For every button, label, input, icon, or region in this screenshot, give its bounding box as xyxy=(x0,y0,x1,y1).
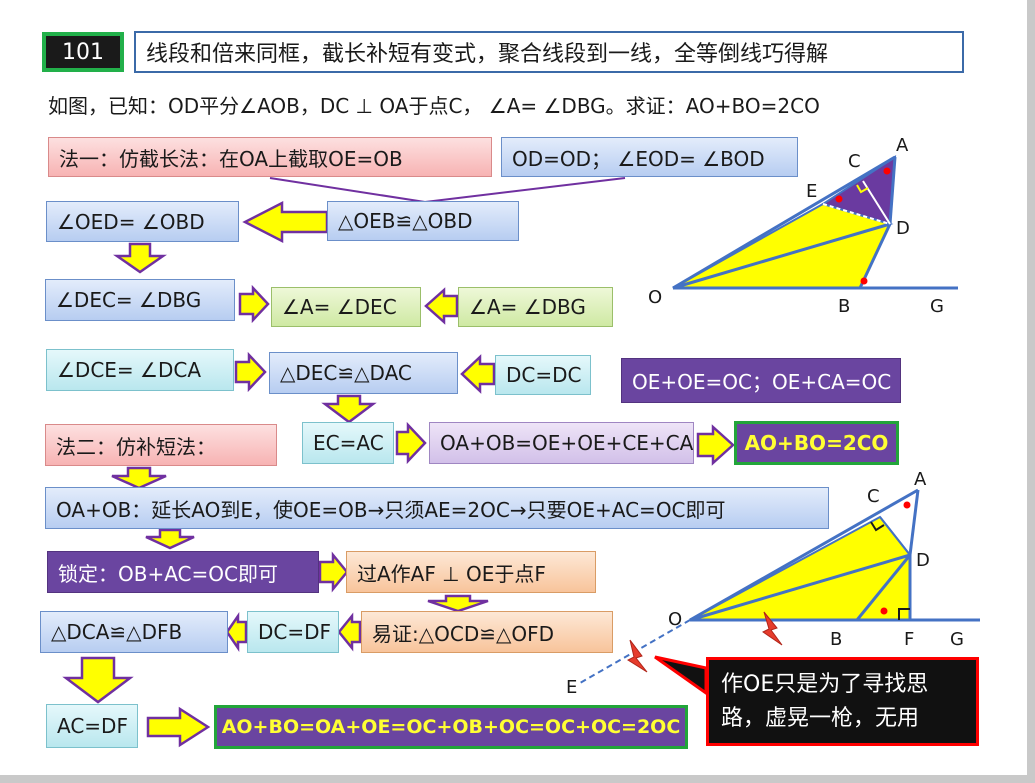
dc-equals-df: DC=DF xyxy=(247,611,339,653)
arrow-down-6 xyxy=(62,656,134,704)
fig1-line-ad xyxy=(888,156,897,225)
arrow-right-4 xyxy=(696,424,735,466)
fig1-angle-mark-b xyxy=(860,277,868,285)
ec-equals-ac: EC=AC xyxy=(302,422,394,464)
fig2-label-f: F xyxy=(904,629,914,650)
fig2-angle-mark-a xyxy=(903,501,911,509)
lightning-icon xyxy=(762,611,783,646)
construct-af: 过A作AF ⊥ OE于点F xyxy=(346,551,596,593)
congruent-oeb-obd: △OEB≌△OBD xyxy=(327,201,519,241)
fig2-label-e: E xyxy=(566,677,577,698)
easy-congruent-ocd-ofd: 易证:△OCD≌△OFD xyxy=(361,611,613,653)
note-line-1: 作OE只是为了寻找思 xyxy=(721,672,929,697)
fig2-label-c: C xyxy=(867,486,880,507)
arrow-left-1 xyxy=(242,200,329,244)
fig2-label-o: O xyxy=(668,609,682,630)
arrow-left-4 xyxy=(337,612,362,652)
arrow-right-3 xyxy=(395,421,427,465)
arrow-right-1 xyxy=(238,284,270,324)
fig2-right-angle-f xyxy=(898,608,910,620)
ac-equals-df: AC=DF xyxy=(46,704,138,748)
header-title: 线段和倍来同框，截长补短有变式，聚合线段到一线，全等倒线巧得解 xyxy=(134,31,964,73)
congruent-dec-dac: △DEC≌△DAC xyxy=(269,352,458,394)
fig1-angle-mark-e xyxy=(835,195,843,203)
sum-chain: OA+OB=OE+OE+CE+CA xyxy=(429,422,694,464)
arrow-down-1 xyxy=(113,242,167,274)
note-callout-pointer xyxy=(654,655,708,696)
fig2-label-a: A xyxy=(914,469,927,490)
sum-note: OE+OE=OC；OE+CA=OC xyxy=(621,358,901,403)
fig1-label-c: C xyxy=(848,151,861,172)
fig2-line-od xyxy=(689,553,911,622)
arrow-right-6 xyxy=(146,706,211,748)
fig1-line-db xyxy=(858,223,892,289)
result-method2: AO+BO=OA+OE=OC+OB+OC=OC+OC=2OC xyxy=(214,705,688,749)
fig2-label-b: B xyxy=(830,629,842,650)
arrow-left-3 xyxy=(460,354,496,394)
arrow-left-2 xyxy=(424,287,459,325)
arrow-down-2 xyxy=(321,394,377,424)
slide-frame-bottom xyxy=(0,775,1035,783)
fig1-line-oa xyxy=(672,155,896,290)
result-method1: AO+BO=2CO xyxy=(734,421,899,465)
slide-frame-right xyxy=(1027,0,1035,783)
fig1-label-o: O xyxy=(648,287,662,308)
note-line-2: 路，虚晃一枪，无用 xyxy=(721,706,920,731)
angle-a-dbg: ∠A= ∠DBG xyxy=(458,287,613,327)
method2-step1: OA+OB：延长AO到E，使OE=OB→只须AE=2OC→只要OE+AC=OC即… xyxy=(45,487,829,529)
arrow-right-2 xyxy=(234,351,267,393)
problem-number-badge: 101 xyxy=(42,32,124,72)
angle-dce-dca: ∠DCE= ∠DCA xyxy=(46,349,234,391)
fig2-angle-mark-b xyxy=(880,607,888,615)
fig2-line-cd xyxy=(879,516,911,556)
fig1-right-angle-c xyxy=(856,184,869,194)
note-callout: 作OE只是为了寻找思 路，虚晃一枪，无用 xyxy=(706,657,979,746)
given-od-angle: OD=OD； ∠EOD= ∠BOD xyxy=(501,137,798,177)
angle-oed-obd: ∠OED= ∠OBD xyxy=(46,201,239,242)
fig2-right-angle-c xyxy=(870,521,885,532)
fig2-line-ad xyxy=(908,489,920,556)
arrow-down-3 xyxy=(111,466,167,490)
fig2-line-db xyxy=(855,554,912,621)
arrow-down-4 xyxy=(145,528,195,550)
angle-dec-dbg: ∠DEC= ∠DBG xyxy=(45,279,235,321)
arrow-right-5 xyxy=(318,551,349,593)
fig1-label-d: D xyxy=(896,218,910,239)
connector-given-to-congruent xyxy=(424,177,626,203)
dc-equals-dc: DC=DC xyxy=(495,355,591,395)
lock-condition: 锁定：OB+AC=OC即可 xyxy=(47,551,319,593)
fig1-line-ed xyxy=(822,203,891,225)
connector-method1-to-congruent xyxy=(269,177,426,203)
angle-a-dec: ∠A= ∠DEC xyxy=(271,287,421,327)
method1-label: 法一：仿截长法：在OA上截取OE=OB xyxy=(48,137,492,177)
problem-statement: 如图，已知：OD平分∠AOB，DC ⊥ OA于点C， ∠A= ∠DBG。求证：A… xyxy=(48,93,820,118)
fig2-line-oa xyxy=(689,488,919,622)
fig1-angle-mark-a xyxy=(883,167,891,175)
method2-label: 法二：仿补短法： xyxy=(45,424,277,466)
fig1-label-g: G xyxy=(930,296,944,317)
arrow-down-5 xyxy=(427,594,489,613)
fig1-label-b: B xyxy=(838,296,850,317)
congruent-dca-dfb: △DCA≌△DFB xyxy=(40,611,228,653)
lightning-icon xyxy=(626,639,648,673)
fig1-label-e: E xyxy=(806,181,817,202)
arrow-left-5 xyxy=(225,611,248,653)
fig2-label-g: G xyxy=(950,629,964,650)
fig1-line-od xyxy=(672,222,891,290)
fig1-label-a: A xyxy=(896,135,909,156)
fig2-label-d: D xyxy=(916,550,930,571)
